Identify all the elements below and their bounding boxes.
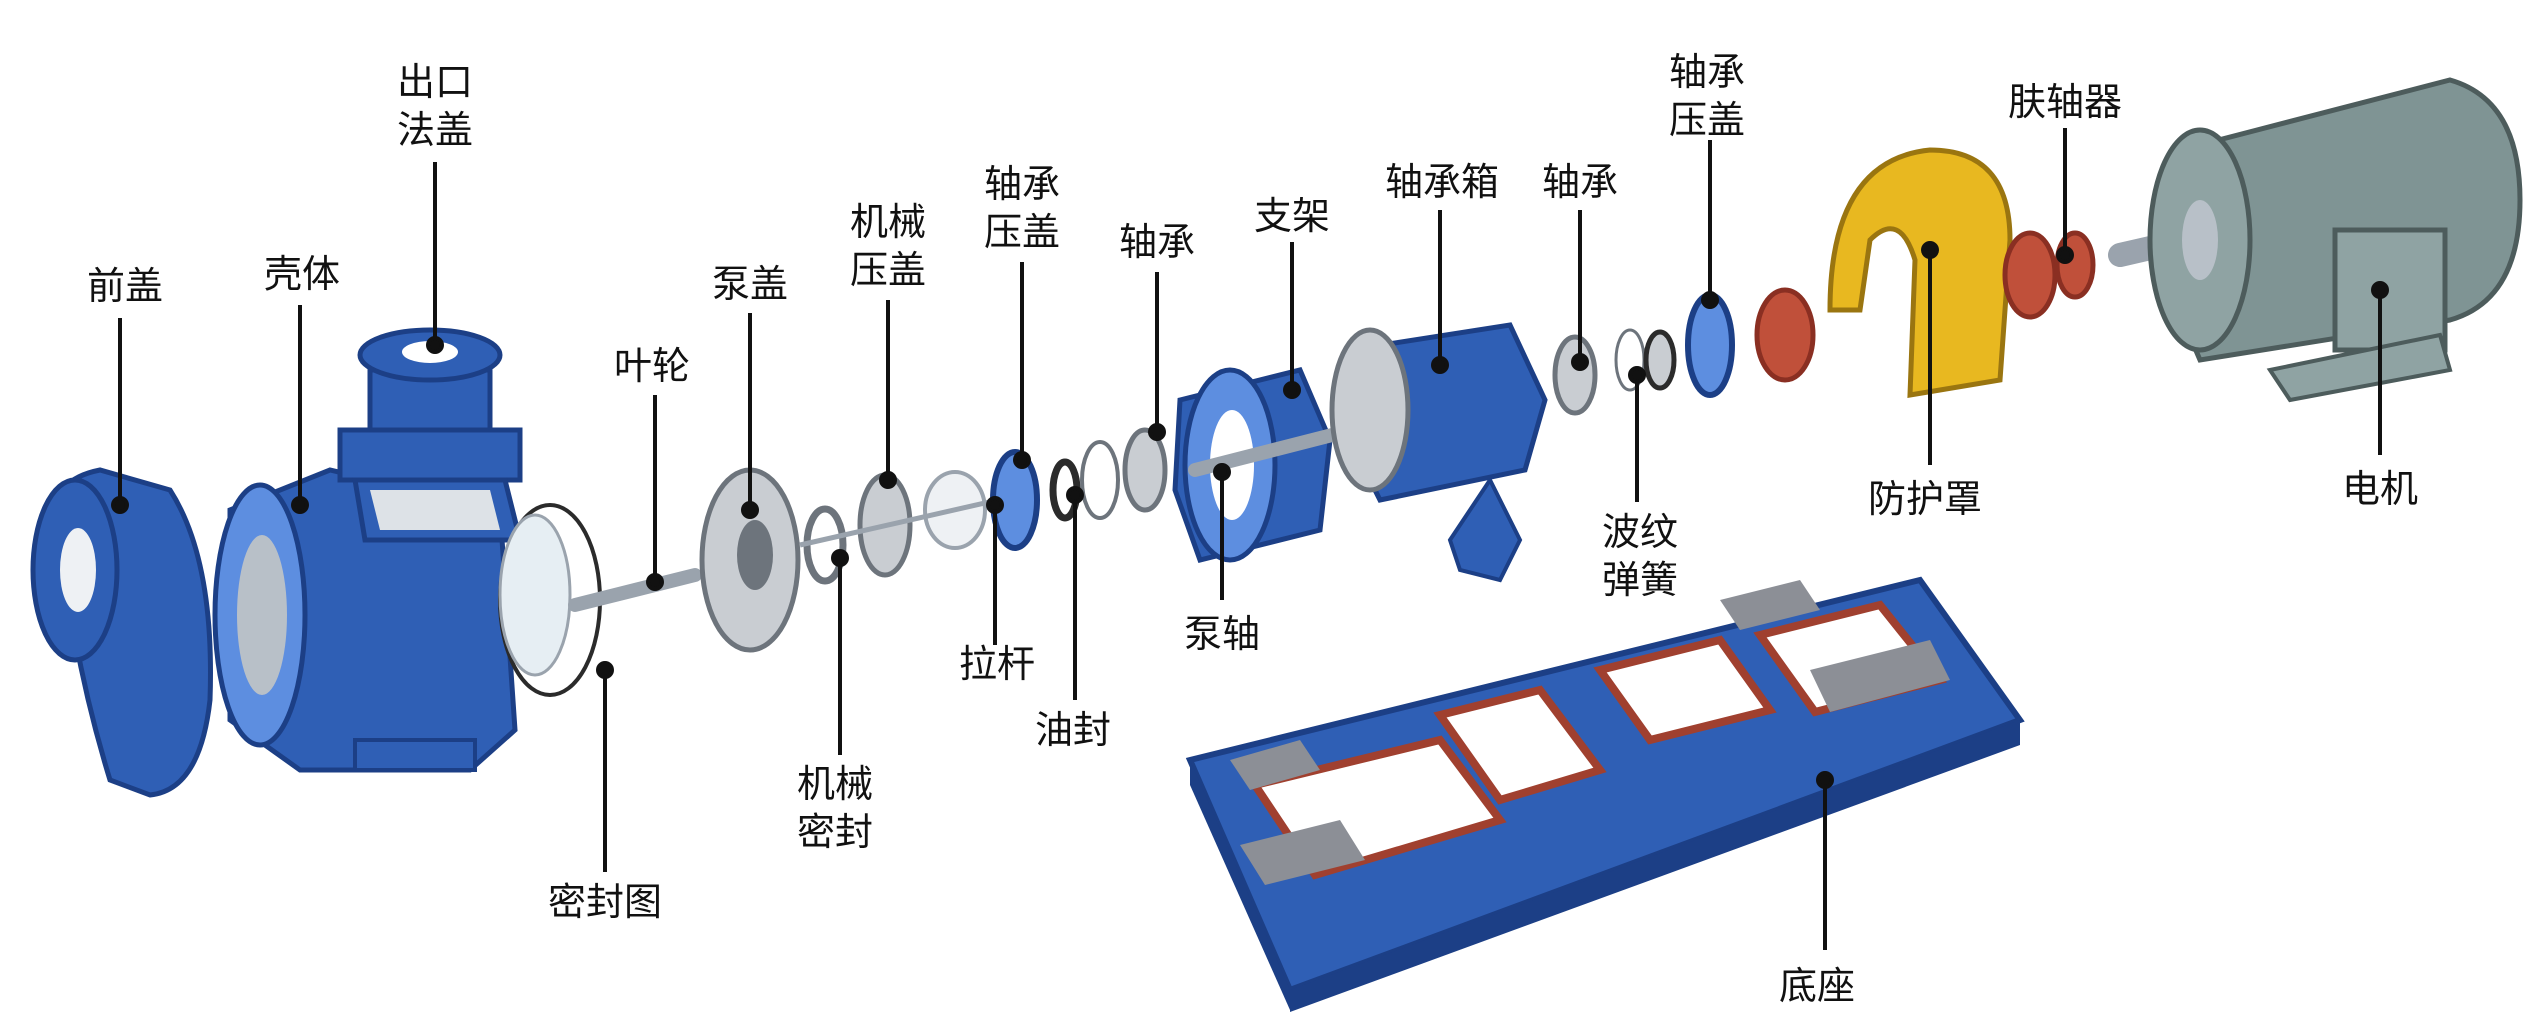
label-motor: 电机 xyxy=(2341,467,2419,511)
label-pump-shaft: 泵轴 xyxy=(1183,612,1261,656)
bracket-part xyxy=(1172,367,1333,563)
bearing-2-parts xyxy=(1552,287,1816,416)
label-mech-seal: 机械 密封 xyxy=(796,762,874,854)
label-bearing-1: 轴承 xyxy=(1118,220,1196,264)
impeller-part xyxy=(568,568,702,612)
label-bearing-box: 轴承箱 xyxy=(1384,160,1500,204)
label-bracket: 支架 xyxy=(1253,194,1331,238)
label-front-cover: 前盖 xyxy=(86,264,164,308)
pump-cover-part xyxy=(699,467,801,653)
bearing-box-part xyxy=(1329,322,1548,583)
motor-part xyxy=(2108,77,2523,403)
label-mech-gland: 机械 压盖 xyxy=(849,200,927,292)
label-coupling: 肤轴器 xyxy=(2007,80,2123,124)
label-oil-seal: 油封 xyxy=(1034,708,1112,752)
label-impeller: 叶轮 xyxy=(613,344,691,388)
label-tie-rod: 拉杆 xyxy=(958,642,1036,686)
base-frame xyxy=(1185,576,2025,1012)
label-pump-cover: 泵盖 xyxy=(711,262,789,306)
label-bearing-2: 轴承 xyxy=(1541,160,1619,204)
label-base: 底座 xyxy=(1778,964,1856,1008)
label-wave-spring: 波纹 弹簧 xyxy=(1601,510,1679,602)
coupling-part xyxy=(2002,230,2096,320)
front-cover-part xyxy=(30,467,213,798)
mech-seal-parts xyxy=(799,427,1168,585)
outlet-flange-part xyxy=(337,327,524,543)
label-bearing-gland-2: 轴承 压盖 xyxy=(1668,50,1746,142)
label-seal-ring: 密封图 xyxy=(547,880,663,924)
label-guard: 防护罩 xyxy=(1867,477,1983,521)
guard-part xyxy=(1827,147,2013,398)
label-bearing-gland-1: 轴承 压盖 xyxy=(983,162,1061,254)
label-outlet-flange: 出口 法盖 xyxy=(396,60,474,152)
label-shell: 壳体 xyxy=(263,252,341,296)
leader-lines xyxy=(111,128,2389,950)
